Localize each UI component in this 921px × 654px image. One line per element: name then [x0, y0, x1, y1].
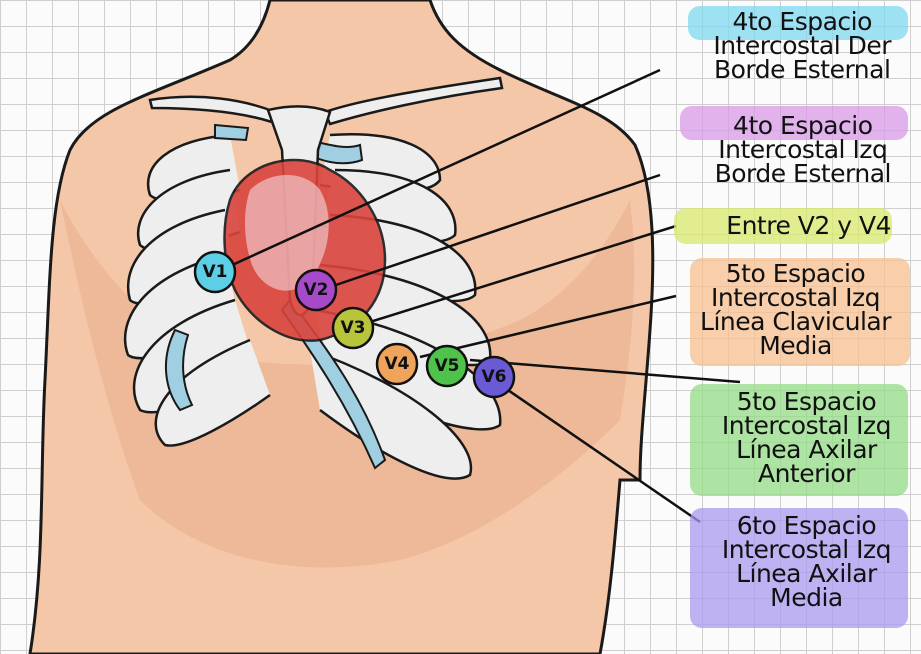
annotation-v4-line-3: Línea Clavicular: [700, 307, 891, 336]
highlight-v6: [690, 508, 908, 628]
electrodes: V1 V2 V3 V4 V5 V6: [193, 250, 516, 399]
electrode-v1: V1: [193, 250, 237, 294]
highlight-v1: [688, 6, 908, 40]
annotation-v4-line-4: Media: [759, 331, 832, 360]
electrode-v5-dot: [425, 344, 469, 388]
annotation-v6: 6to Espacio Intercostal Izq Línea Axilar…: [721, 511, 892, 612]
highlight-v3: [674, 208, 892, 244]
electrode-v5: V5: [425, 344, 469, 388]
leader-line-v1: [229, 68, 661, 268]
costal-cartilage: [164, 123, 387, 470]
electrode-v6-dot: [472, 355, 516, 399]
annotation-v4: 5to Espacio Intercostal Izq Línea Clavic…: [700, 259, 891, 360]
electrode-v4-label: V4: [385, 354, 410, 374]
electrode-v2: V2: [294, 268, 338, 312]
annotation-v5-line-1: 5to Espacio: [736, 387, 877, 416]
annotation-v1-line-2: Intercostal Der: [713, 31, 891, 60]
annotation-v5-line-4: Anterior: [757, 459, 855, 488]
electrode-v5-label: V5: [435, 356, 460, 376]
highlight-v5: [690, 384, 908, 496]
clavicles: [148, 76, 504, 126]
highlight-v4: [690, 258, 910, 366]
annotation-v1: 4to Espacio Intercostal Der Borde Estern…: [713, 7, 891, 84]
annotation-v1-line-3: Borde Esternal: [713, 55, 891, 84]
annotation-v6-line-4: Media: [770, 583, 843, 612]
leader-line-v6: [504, 386, 701, 524]
annotation-v5-line-2: Intercostal Izq: [721, 411, 892, 440]
annotation-v2-line-3: Borde Esternal: [714, 159, 892, 188]
annotation-v5: 5to Espacio Intercostal Izq Línea Axilar…: [721, 387, 892, 488]
annotation-v2-line-1: 4to Espacio: [733, 111, 873, 140]
electrode-v6-label: V6: [482, 367, 507, 387]
annotation-v2: 4to Espacio Intercostal Izq Borde Estern…: [714, 111, 892, 188]
electrode-v6: V6: [472, 355, 516, 399]
leader-lines: [229, 68, 741, 524]
electrode-v1-dot: [193, 250, 237, 294]
annotation-v5-line-3: Línea Axilar: [736, 435, 877, 464]
electrode-v2-dot: [294, 268, 338, 312]
annotation-v3: Entre V2 y V4: [726, 211, 891, 240]
electrode-v1-label: V1: [203, 262, 228, 282]
annotation-v6-line-1: 6to Espacio: [736, 511, 877, 540]
electrode-v3-label: V3: [341, 318, 366, 338]
annotation-v1-line-1: 4to Espacio: [732, 7, 872, 36]
electrode-v3: V3: [331, 306, 375, 350]
annotation-v2-line-2: Intercostal Izq: [718, 135, 888, 164]
leader-line-v3: [369, 224, 677, 324]
leader-line-v4: [419, 294, 677, 359]
annotation-v3-line-1: Entre V2 y V4: [726, 211, 891, 240]
annotation-v4-line-1: 5to Espacio: [725, 259, 866, 288]
electrode-v4-dot: [375, 342, 419, 386]
annotation-v6-line-3: Línea Axilar: [736, 559, 877, 588]
leader-line-v2: [329, 173, 661, 289]
electrode-v4: V4: [375, 342, 419, 386]
annotation-v6-line-2: Intercostal Izq: [721, 535, 892, 564]
leader-line-v5: [469, 358, 741, 384]
heart-highlight: [244, 175, 329, 291]
annotation-v4-line-2: Intercostal Izq: [710, 283, 881, 312]
electrode-v2-label: V2: [304, 280, 329, 300]
electrode-v3-dot: [331, 306, 375, 350]
highlight-v2: [680, 106, 908, 140]
